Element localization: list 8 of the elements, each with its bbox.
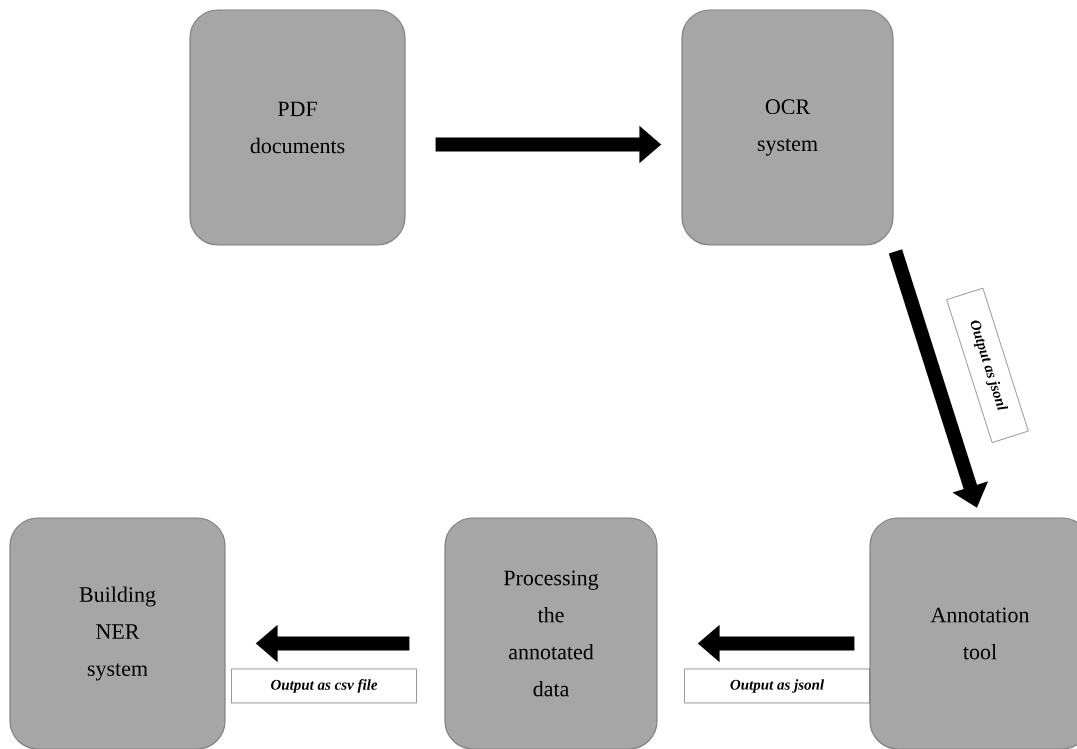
process-box: PDF documents <box>189 9 406 246</box>
edge-label: Output as jsonl <box>946 287 1029 443</box>
edge-label: Output as csv file <box>231 668 417 704</box>
process-box: OCR system <box>681 9 894 246</box>
edge-label: Output as jsonl <box>684 668 870 704</box>
process-box: Annotation tool <box>869 517 1077 749</box>
process-box: Building NER system <box>9 517 226 749</box>
process-box: Processing the annotated data <box>444 517 658 749</box>
